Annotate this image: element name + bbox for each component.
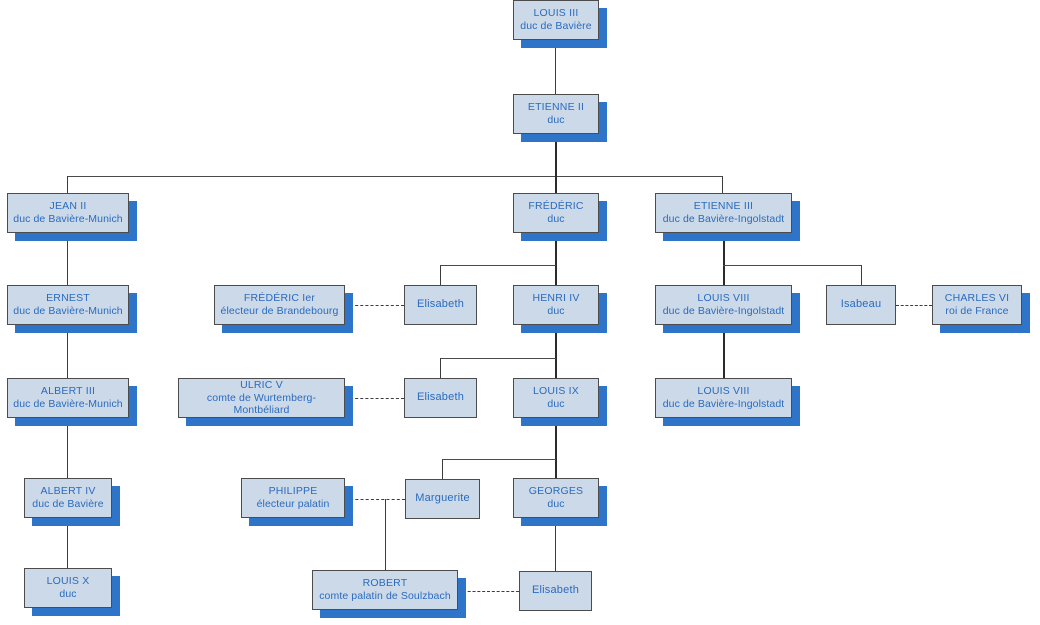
node-ulric5[interactable]: ULRIC V comte de Wurtemberg-Montbéliard <box>178 378 345 418</box>
connector-drop-elisabeth1 <box>440 265 441 285</box>
node-title: FRÉDÉRIC Ier <box>243 292 316 305</box>
connector-frederic-henri4 <box>555 233 557 285</box>
node-frederic[interactable]: FRÉDÉRIC duc <box>513 193 599 233</box>
node-etienne3[interactable]: ETIENNE III duc de Bavière-Ingolstadt <box>655 193 792 233</box>
connector-etienne2-frederic <box>555 176 557 193</box>
connector-generation-bus <box>67 176 723 177</box>
node-title: Elisabeth <box>416 391 465 404</box>
node-title: ROBERT <box>362 577 408 590</box>
node-subtitle: comte palatin de Soulzbach <box>319 590 451 602</box>
node-louis10[interactable]: LOUIS X duc <box>24 568 112 608</box>
node-title: Marguerite <box>415 492 470 505</box>
node-title: LOUIS X <box>46 575 90 588</box>
node-title: LOUIS VIII <box>697 292 750 305</box>
connector-albert3-albert4 <box>67 418 68 478</box>
node-title: CHARLES VI <box>944 292 1010 305</box>
connector-drop-jean2 <box>67 176 68 193</box>
node-subtitle: électeur de Brandebourg <box>220 305 339 317</box>
node-subtitle: duc de Bavière-Munich <box>13 305 123 317</box>
node-title: PHILIPPE <box>268 485 318 498</box>
node-subtitle: duc de Bavière-Ingolstadt <box>662 305 785 317</box>
connector-bracket-henri4-elisabeth <box>440 265 556 266</box>
node-subtitle: duc de Bavière-Munich <box>13 398 123 410</box>
connector-bracket-georges-marguerite <box>442 459 556 460</box>
node-robert[interactable]: ROBERT comte palatin de Soulzbach <box>312 570 458 610</box>
node-elisabeth-3[interactable]: Elisabeth <box>519 571 592 611</box>
node-subtitle: duc de Bavière-Ingolstadt <box>662 213 785 225</box>
node-subtitle: duc de Bavière-Ingolstadt <box>662 398 785 410</box>
node-title: GEORGES <box>528 485 584 498</box>
connector-georges-elisabeth3 <box>555 518 556 571</box>
node-jean2[interactable]: JEAN II duc de Bavière-Munich <box>7 193 129 233</box>
node-louis9[interactable]: LOUIS IX duc <box>513 378 599 418</box>
marriage-frederic1-elisabeth1 <box>345 305 404 306</box>
connector-louis9-georges <box>555 418 557 478</box>
node-subtitle: électeur palatin <box>256 498 330 510</box>
node-title: Elisabeth <box>416 298 465 311</box>
connector-bracket-etienne3-isabeau <box>723 265 862 266</box>
connector-drop-etienne3 <box>722 176 723 193</box>
node-title: LOUIS III <box>533 7 579 20</box>
node-title: ETIENNE III <box>693 200 754 213</box>
connector-drop-marguerite <box>442 459 443 479</box>
connector-jean2-ernest <box>67 233 68 285</box>
node-subtitle: duc <box>547 498 565 510</box>
node-ernest[interactable]: ERNEST duc de Bavière-Munich <box>7 285 129 325</box>
node-title: ETIENNE II <box>527 101 585 114</box>
node-title: LOUIS VIII <box>697 385 750 398</box>
connector-louis8a-louis8b <box>723 325 725 378</box>
marriage-philippe-marguerite <box>345 499 405 500</box>
node-subtitle: duc de Bavière <box>32 498 104 510</box>
node-title: ERNEST <box>46 292 90 305</box>
node-title: ULRIC V <box>240 379 283 392</box>
connector-bracket-louis9-elisabeth <box>440 358 556 359</box>
connector-drop-elisabeth2 <box>440 358 441 378</box>
node-title: LOUIS IX <box>533 385 579 398</box>
node-title: HENRI IV <box>532 292 580 305</box>
node-subtitle: roi de France <box>945 305 1009 317</box>
connector-ernest-albert3 <box>67 325 68 378</box>
connector-drop-isabeau <box>861 265 862 285</box>
node-georges[interactable]: GEORGES duc <box>513 478 599 518</box>
node-louis3[interactable]: LOUIS III duc de Bavière <box>513 0 599 40</box>
node-title: ALBERT IV <box>40 485 96 498</box>
connector-marguerite-robert <box>385 499 386 570</box>
node-henri4[interactable]: HENRI IV duc <box>513 285 599 325</box>
node-philippe[interactable]: PHILIPPE électeur palatin <box>241 478 345 518</box>
node-title: Elisabeth <box>531 584 580 597</box>
node-subtitle: comte de Wurtemberg-Montbéliard <box>206 391 317 417</box>
node-subtitle: duc <box>547 213 565 225</box>
node-albert3[interactable]: ALBERT III duc de Bavière-Munich <box>7 378 129 418</box>
connector-albert4-louis10 <box>67 518 68 568</box>
node-frederic1[interactable]: FRÉDÉRIC Ier électeur de Brandebourg <box>214 285 345 325</box>
node-subtitle: duc <box>59 588 77 600</box>
node-isabeau[interactable]: Isabeau <box>826 285 896 325</box>
node-title: JEAN II <box>49 200 87 213</box>
node-title: Isabeau <box>840 298 882 311</box>
marriage-ulric5-elisabeth2 <box>345 398 404 399</box>
connector-henri4-louis9 <box>555 325 557 378</box>
node-subtitle: duc <box>547 114 565 126</box>
node-subtitle: duc <box>547 398 565 410</box>
node-louis8-b[interactable]: LOUIS VIII duc de Bavière-Ingolstadt <box>655 378 792 418</box>
node-title: ALBERT III <box>40 385 96 398</box>
node-subtitle: duc de Bavière <box>520 20 592 32</box>
node-subtitle: duc de Bavière-Munich <box>13 213 123 225</box>
connector-etienne2-down <box>555 134 557 176</box>
node-charles6[interactable]: CHARLES VI roi de France <box>932 285 1022 325</box>
node-louis8-a[interactable]: LOUIS VIII duc de Bavière-Ingolstadt <box>655 285 792 325</box>
node-marguerite[interactable]: Marguerite <box>405 479 480 519</box>
marriage-isabeau-charles6 <box>896 305 932 306</box>
node-elisabeth-1[interactable]: Elisabeth <box>404 285 477 325</box>
connector-louis3-etienne2 <box>555 40 556 94</box>
node-albert4[interactable]: ALBERT IV duc de Bavière <box>24 478 112 518</box>
connector-etienne3-louis8a <box>723 233 725 285</box>
node-title: FRÉDÉRIC <box>528 200 584 213</box>
node-subtitle: duc <box>547 305 565 317</box>
marriage-robert-elisabeth3 <box>458 591 519 592</box>
node-elisabeth-2[interactable]: Elisabeth <box>404 378 477 418</box>
node-etienne2[interactable]: ETIENNE II duc <box>513 94 599 134</box>
